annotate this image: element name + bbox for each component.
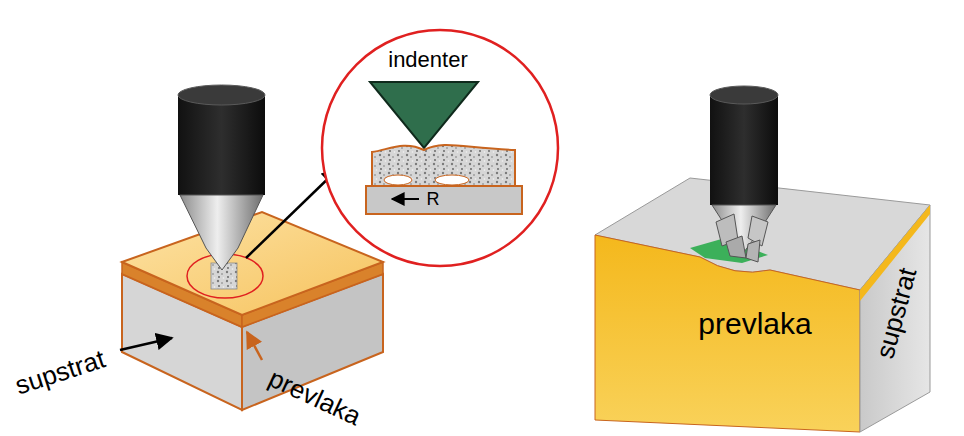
label-text: prevlaka <box>698 309 811 339</box>
indenter-body <box>710 86 778 104</box>
label-text: supstrat <box>12 345 108 398</box>
indenter-body <box>178 95 265 195</box>
sample-block <box>122 212 383 410</box>
indenter-body <box>710 95 778 205</box>
coating-face <box>595 235 860 432</box>
zoom-arrow <box>246 169 338 258</box>
label-text: supstrat <box>871 265 920 361</box>
indenter-tip <box>180 195 263 270</box>
indenter-triangle <box>370 82 478 148</box>
radius-arrow <box>392 198 419 200</box>
label-text: prevlaka <box>265 364 365 429</box>
substrate-face <box>860 205 930 432</box>
magnified-view <box>322 30 558 266</box>
coating-chip <box>746 240 760 262</box>
coating-chip <box>726 236 746 258</box>
coating-top <box>122 212 383 315</box>
leader-arrow <box>120 338 172 350</box>
magnifier-circle <box>322 30 558 266</box>
indenter-column <box>178 85 265 270</box>
delamination <box>384 175 412 185</box>
coating-layer <box>372 145 515 186</box>
indenter-column <box>710 86 778 262</box>
section-block <box>595 178 930 432</box>
indenter-body <box>178 85 265 105</box>
label-text: indenter <box>388 49 468 71</box>
substrate-layer <box>366 186 522 214</box>
label-text: R <box>427 190 440 208</box>
delamination <box>435 175 469 185</box>
leader-arrow <box>247 332 262 360</box>
